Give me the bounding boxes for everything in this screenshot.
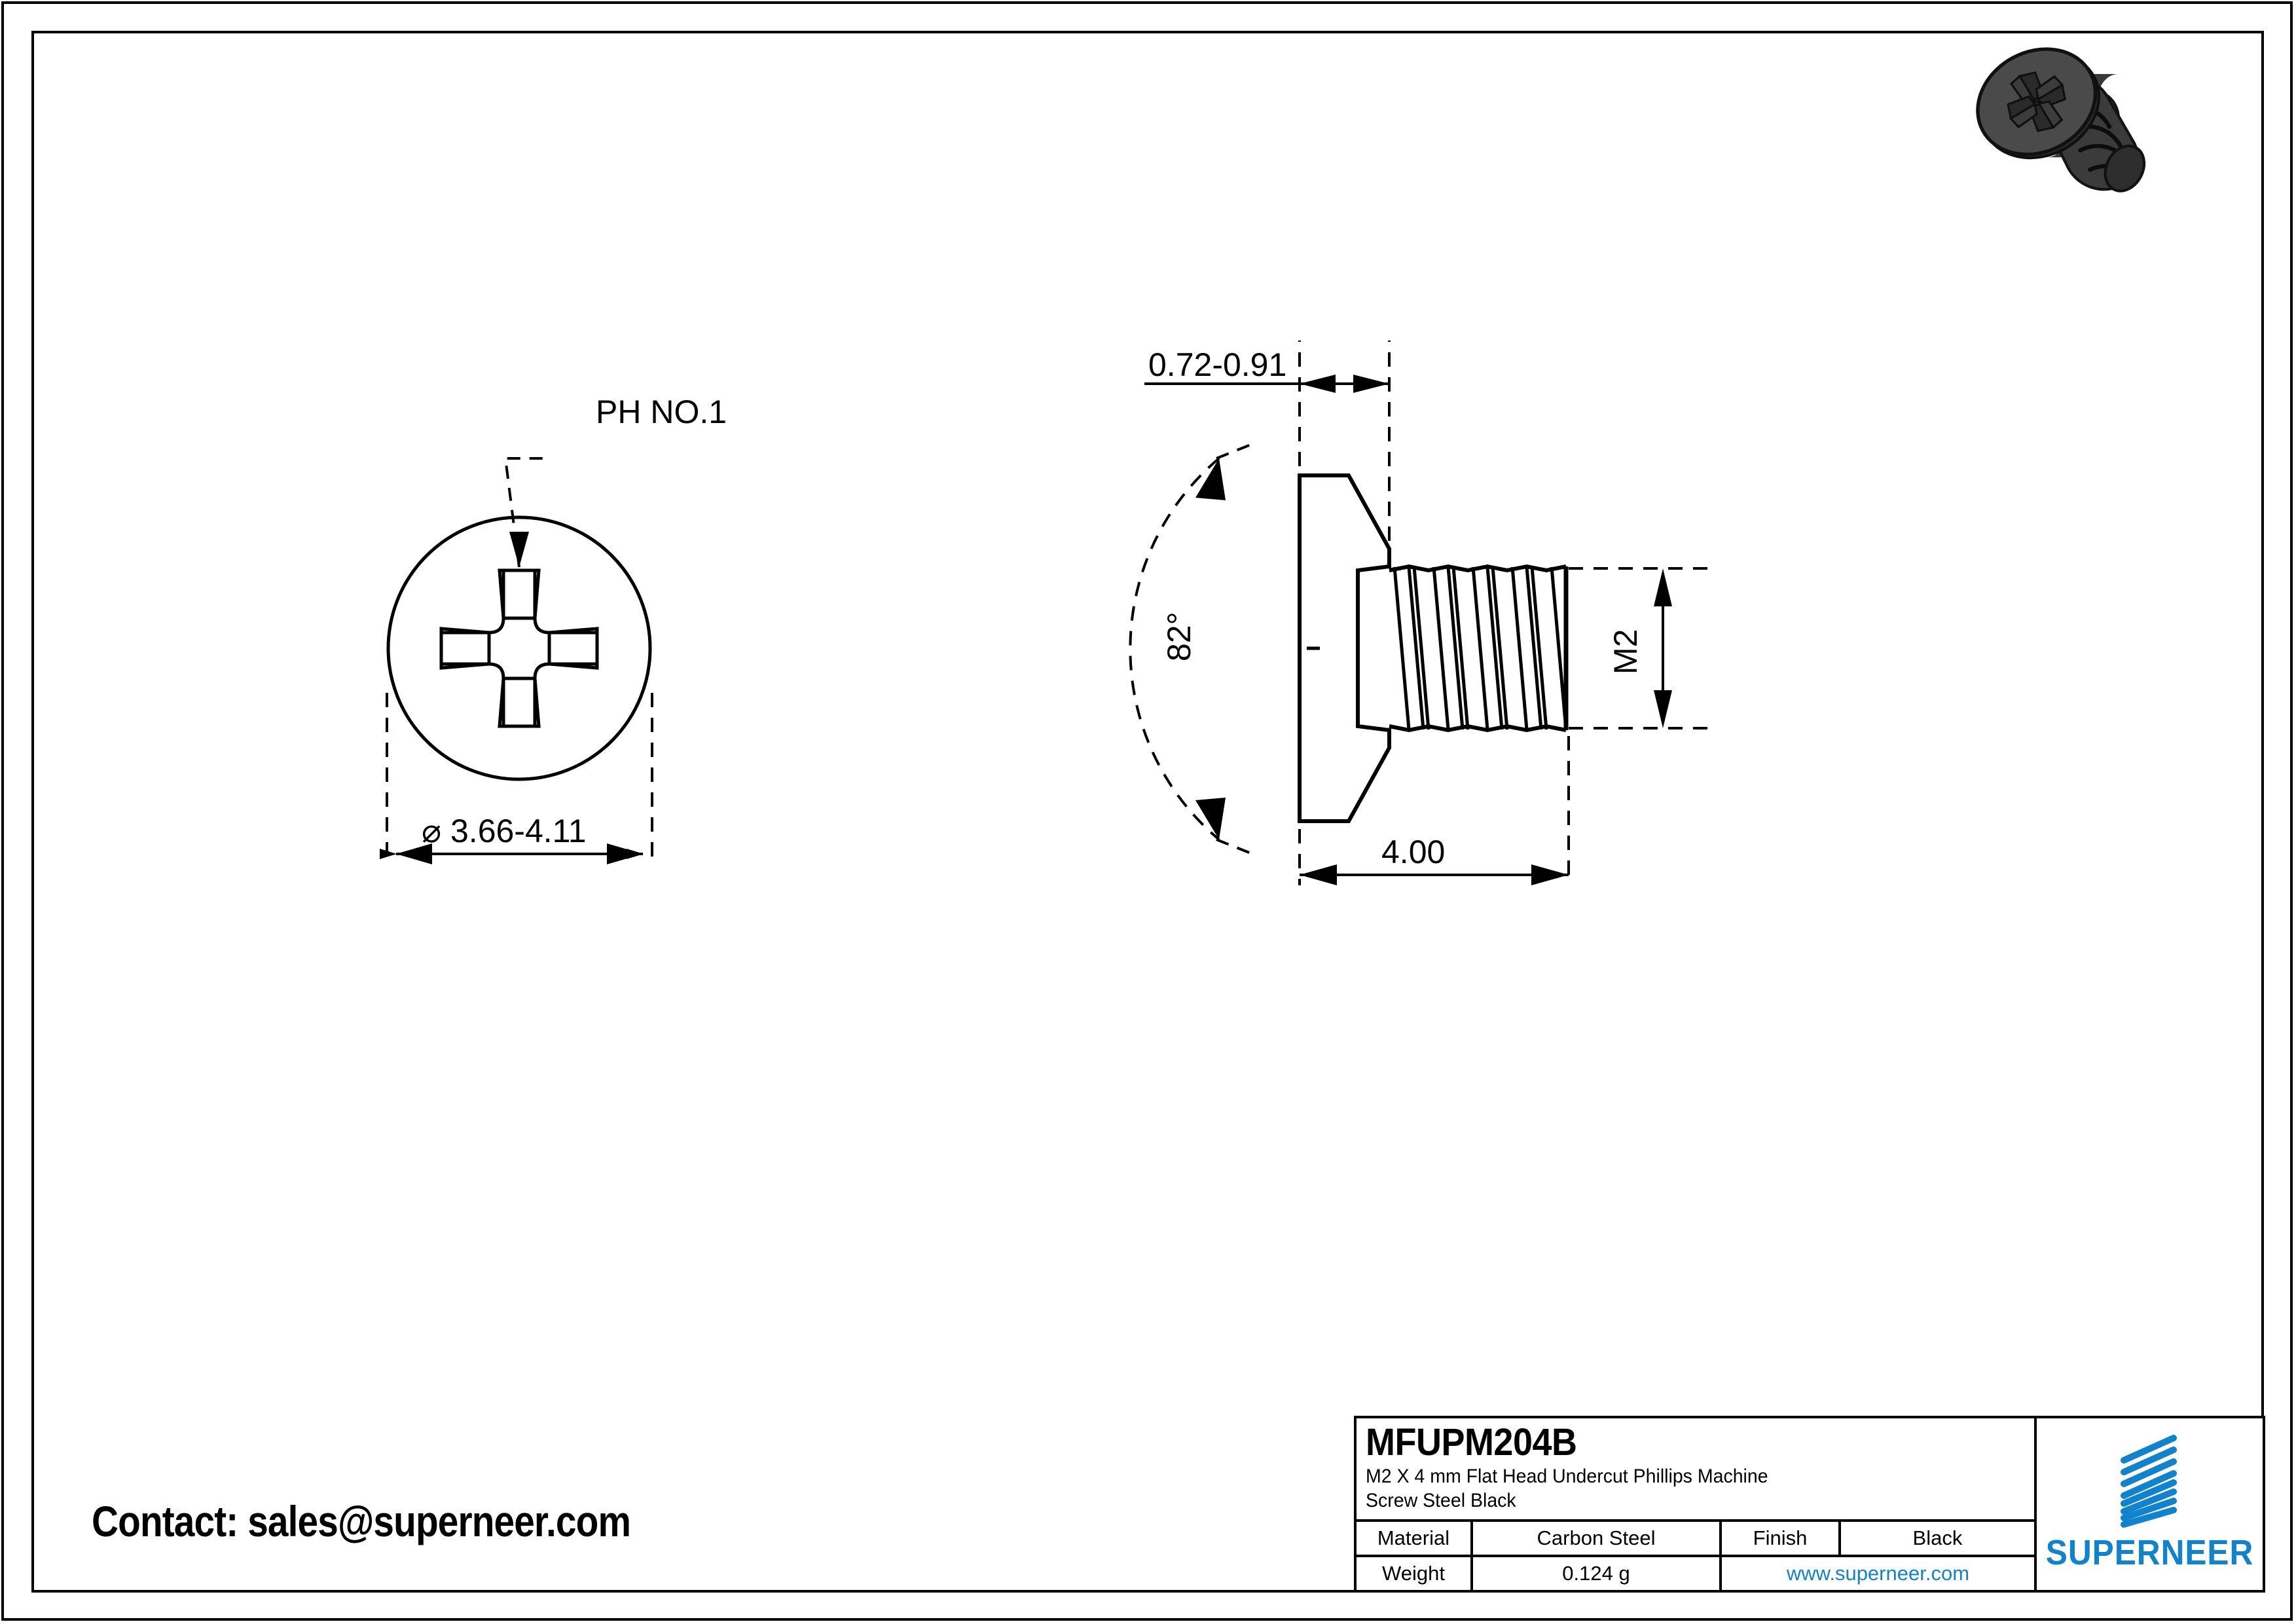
brand-logo[interactable]: SUPERNEER [2037,1418,2263,1590]
ph-callout-label: PH NO.1 [596,394,727,430]
thread-root-bottom [1389,724,1567,733]
weight-label: Weight [1357,1557,1473,1590]
angle-ext-top [1216,441,1256,460]
title-block-description: MFUPM204B M2 X 4 mm Flat Head Undercut P… [1357,1418,2034,1522]
part-description-line2: Screw Steel Black [1366,1490,1516,1511]
m2-arrow-bottom [1654,690,1672,728]
part-description-line1: M2 X 4 mm Flat Head Undercut Phillips Ma… [1366,1466,1768,1487]
title-block-row-material: Material Carbon Steel Finish Black [1357,1522,2034,1557]
material-value: Carbon Steel [1473,1522,1722,1555]
contact-line: Contact: sales@superneer.com [92,1497,631,1545]
title-block-info: MFUPM204B M2 X 4 mm Flat Head Undercut P… [1357,1418,2037,1590]
material-label: Material [1357,1522,1473,1555]
thread-crest-top [1389,564,1567,573]
superneer-logo-icon [2121,1435,2178,1528]
angle-label: 82° [1161,612,1197,661]
angle-arrow-top [1195,458,1226,500]
iso-screw-render [1976,47,2146,193]
brand-wordmark: SUPERNEER [2045,1533,2254,1572]
head-outline-circle [386,515,652,781]
dia-arrow-right [607,843,643,864]
len-arrow-left [1300,864,1337,885]
head-thk-arrow-right [1353,375,1389,393]
weight-value: 0.124 g [1473,1557,1722,1590]
screw-head-profile [1298,473,1391,823]
part-number: MFUPM204B [1366,1421,1577,1464]
front-view-group [380,457,653,864]
head-thickness-label: 0.72-0.91 [1148,346,1286,383]
side-view-group [1129,341,1709,885]
sheet-inner-border [31,31,2264,1593]
iso-phillips-recess [2007,71,2067,132]
website-link[interactable]: www.superneer.com [1786,1562,1970,1585]
finish-label: Finish [1722,1522,1841,1555]
ph-callout-leader [503,457,549,568]
head-thk-arrow-left [1300,375,1336,393]
finish-value: Black [1912,1526,1963,1549]
phillips-recess-shape [439,568,599,728]
title-block: MFUPM204B M2 X 4 mm Flat Head Undercut P… [1354,1416,2265,1593]
angle-ext-bottom [1216,838,1256,857]
angle-arrow-bottom [1195,798,1226,840]
thread-helix-lines [1393,566,1568,730]
ph-callout-arrowhead [509,532,529,567]
title-block-row-weight: Weight 0.124 g www.superneer.com [1357,1557,2034,1590]
length-label: 4.00 [1381,834,1445,870]
m2-arrow-top [1654,568,1672,606]
thread-size-label: M2 [1607,629,1644,674]
len-arrow-right [1531,864,1569,885]
diameter-dimension-label: ⌀ 3.66-4.11 [422,813,587,849]
dia-arrow-left [396,843,432,864]
